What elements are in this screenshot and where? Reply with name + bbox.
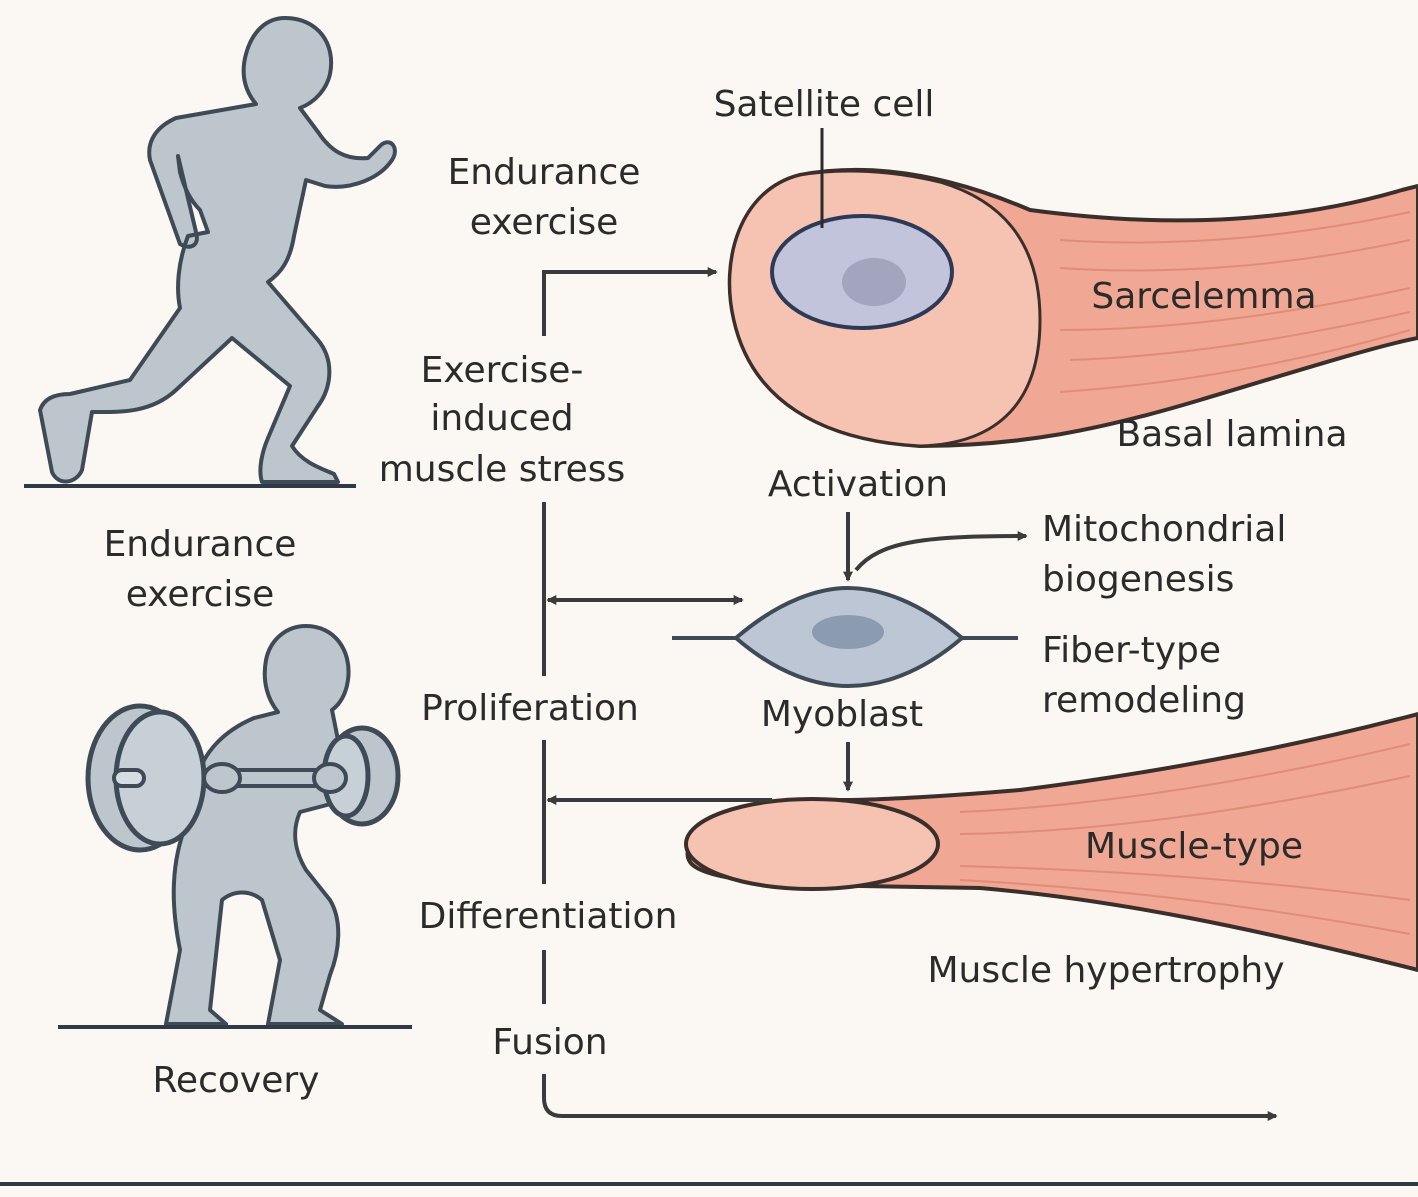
pathway-lines — [542, 267, 1278, 1121]
fusion-label: Fusion — [492, 1022, 607, 1063]
fiber-bottom-striations — [959, 743, 1411, 935]
differentiation-label: Differentiation — [419, 896, 678, 937]
mitochondrial-label-line1: Mitochondrial — [1042, 509, 1286, 550]
lifter-hand-left — [202, 762, 242, 794]
stress-label-line2: induced — [430, 398, 573, 439]
arrow-stimulus-to-fiber — [542, 267, 718, 336]
muscle-fiber-bottom: Muscle-type Muscle hypertrophy — [684, 712, 1418, 991]
basal-lamina-label: Basal lamina — [1116, 414, 1347, 455]
fiber-bottom-cap — [684, 797, 940, 891]
runner-caption-line1: Endurance — [104, 524, 297, 565]
runner-figure: Endurance exercise — [24, 16, 397, 615]
lifter-silhouette — [164, 624, 352, 1026]
fiber-type-label-line2: remodeling — [1042, 680, 1246, 721]
mitochondrial-label-line2: biogenesis — [1042, 559, 1234, 600]
fiber-type-label-line1: Fiber-type — [1042, 630, 1221, 671]
myoblast-label: Myoblast — [761, 694, 923, 735]
lifter-hand-right — [312, 762, 348, 794]
lifter-figure: Recovery — [58, 624, 412, 1101]
fiber-top-striations — [1059, 211, 1411, 393]
stress-label-line1: Exercise- — [421, 350, 584, 391]
stimulus-label-line1: Endurance — [448, 152, 641, 193]
lifter-caption: Recovery — [153, 1060, 320, 1101]
arrow-fusion-output — [542, 1074, 1278, 1121]
satellite-cell-label: Satellite cell — [714, 84, 935, 125]
proliferation-label: Proliferation — [421, 688, 639, 729]
stress-label-line3: muscle stress — [379, 449, 626, 490]
stimulus-label-line2: exercise — [470, 202, 619, 243]
muscle-hypertrophy-label: Muscle hypertrophy — [927, 950, 1284, 991]
muscle-fiber-top: Satellite cell Sarcelemma Basal lamina — [714, 84, 1418, 455]
sarcolemma-label: Sarcelemma — [1091, 276, 1316, 317]
muscle-type-label: Muscle-type — [1085, 826, 1303, 867]
runner-caption-line2: exercise — [126, 574, 275, 615]
activation-label: Activation — [768, 464, 948, 505]
barbell-plate-hole — [112, 768, 146, 788]
satellite-cell-nucleus — [842, 258, 906, 306]
arrow-to-mitochondria — [854, 531, 1028, 572]
myoblast-nucleus — [812, 615, 884, 649]
myoblast-cell: Myoblast — [672, 585, 1018, 735]
runner-silhouette — [38, 16, 397, 484]
